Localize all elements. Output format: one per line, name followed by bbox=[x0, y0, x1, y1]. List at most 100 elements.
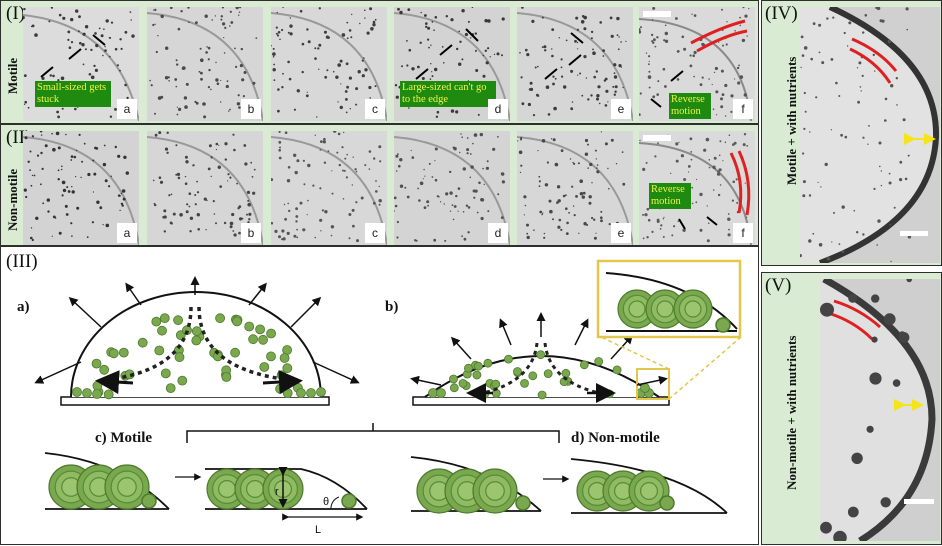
particle bbox=[200, 71, 203, 75]
particle bbox=[565, 39, 568, 42]
tile-II-d: d bbox=[394, 131, 510, 245]
panel-II: (II) Non-motile a b c d bbox=[0, 124, 759, 246]
particle bbox=[744, 14, 748, 18]
particle bbox=[208, 144, 212, 148]
tile-II-a: a bbox=[23, 131, 139, 245]
particle bbox=[194, 194, 197, 196]
particle bbox=[449, 210, 452, 212]
particle bbox=[871, 294, 880, 303]
particle bbox=[543, 232, 546, 235]
particle bbox=[489, 56, 491, 58]
particle bbox=[898, 332, 910, 343]
particle bbox=[474, 49, 477, 52]
particle bbox=[461, 58, 464, 61]
symbol-L: L bbox=[315, 524, 321, 536]
particle bbox=[196, 180, 198, 183]
particle bbox=[449, 191, 453, 195]
particle bbox=[157, 35, 159, 37]
particle bbox=[593, 236, 597, 240]
particle bbox=[220, 79, 222, 82]
particle bbox=[125, 171, 129, 175]
particle bbox=[434, 160, 436, 162]
particle bbox=[560, 66, 563, 69]
particle bbox=[848, 293, 858, 303]
particle bbox=[906, 279, 912, 283]
particle bbox=[821, 61, 825, 65]
particle bbox=[700, 230, 702, 232]
particle bbox=[851, 452, 863, 464]
particle bbox=[378, 145, 382, 149]
particle bbox=[689, 137, 693, 141]
particle bbox=[651, 230, 654, 233]
particle bbox=[394, 196, 397, 200]
particle bbox=[519, 52, 521, 54]
particle bbox=[724, 83, 728, 88]
particle bbox=[40, 151, 43, 155]
particle bbox=[41, 167, 44, 170]
particle bbox=[720, 69, 724, 73]
particle bbox=[557, 199, 561, 203]
particle bbox=[126, 96, 129, 100]
particle bbox=[102, 54, 104, 57]
particle bbox=[295, 215, 299, 218]
particle bbox=[588, 195, 592, 199]
particle bbox=[302, 159, 305, 162]
particle bbox=[532, 114, 536, 117]
particle bbox=[605, 89, 609, 93]
cell bbox=[537, 390, 547, 400]
particle bbox=[343, 169, 346, 172]
particle bbox=[736, 66, 740, 70]
particle bbox=[279, 146, 281, 149]
particle bbox=[517, 140, 519, 142]
particle bbox=[212, 200, 215, 203]
particle bbox=[812, 232, 815, 235]
particle bbox=[272, 56, 275, 58]
particle bbox=[612, 85, 615, 88]
particle bbox=[24, 100, 27, 104]
particle bbox=[346, 153, 348, 156]
particle bbox=[158, 176, 162, 179]
particle bbox=[152, 179, 155, 182]
particle bbox=[810, 57, 813, 61]
cell bbox=[91, 358, 102, 369]
particle bbox=[600, 210, 603, 213]
particle bbox=[211, 19, 213, 21]
particle bbox=[648, 63, 650, 66]
particle bbox=[591, 216, 594, 220]
particle bbox=[645, 52, 648, 54]
particle bbox=[691, 186, 694, 189]
particle bbox=[735, 178, 738, 181]
particle bbox=[374, 85, 377, 88]
tile-II-b: b bbox=[147, 131, 263, 245]
particle bbox=[654, 155, 657, 158]
particle bbox=[360, 196, 364, 200]
particle bbox=[728, 228, 730, 231]
particle bbox=[93, 64, 96, 68]
panel-I: (I) Motile Small-sized gets stuck a b c bbox=[0, 0, 759, 124]
particle bbox=[456, 47, 459, 51]
particle bbox=[23, 74, 27, 77]
particle bbox=[742, 143, 746, 147]
particle bbox=[242, 95, 245, 98]
particle bbox=[526, 235, 530, 240]
particle bbox=[541, 139, 546, 143]
particle bbox=[325, 31, 327, 33]
particle bbox=[152, 23, 155, 27]
particle bbox=[541, 46, 544, 48]
particle bbox=[67, 30, 71, 34]
particle bbox=[215, 148, 217, 151]
particle bbox=[86, 236, 89, 238]
particle bbox=[501, 172, 505, 176]
particle bbox=[204, 14, 208, 18]
particle bbox=[411, 156, 415, 159]
particle bbox=[231, 212, 235, 217]
sublabel-a: a) bbox=[17, 299, 30, 315]
particle bbox=[558, 218, 562, 222]
particle bbox=[651, 40, 654, 43]
particle bbox=[720, 105, 724, 109]
particle bbox=[58, 13, 62, 17]
particle bbox=[278, 140, 282, 144]
particle bbox=[551, 48, 553, 50]
particle bbox=[282, 7, 284, 9]
particle bbox=[207, 86, 210, 89]
